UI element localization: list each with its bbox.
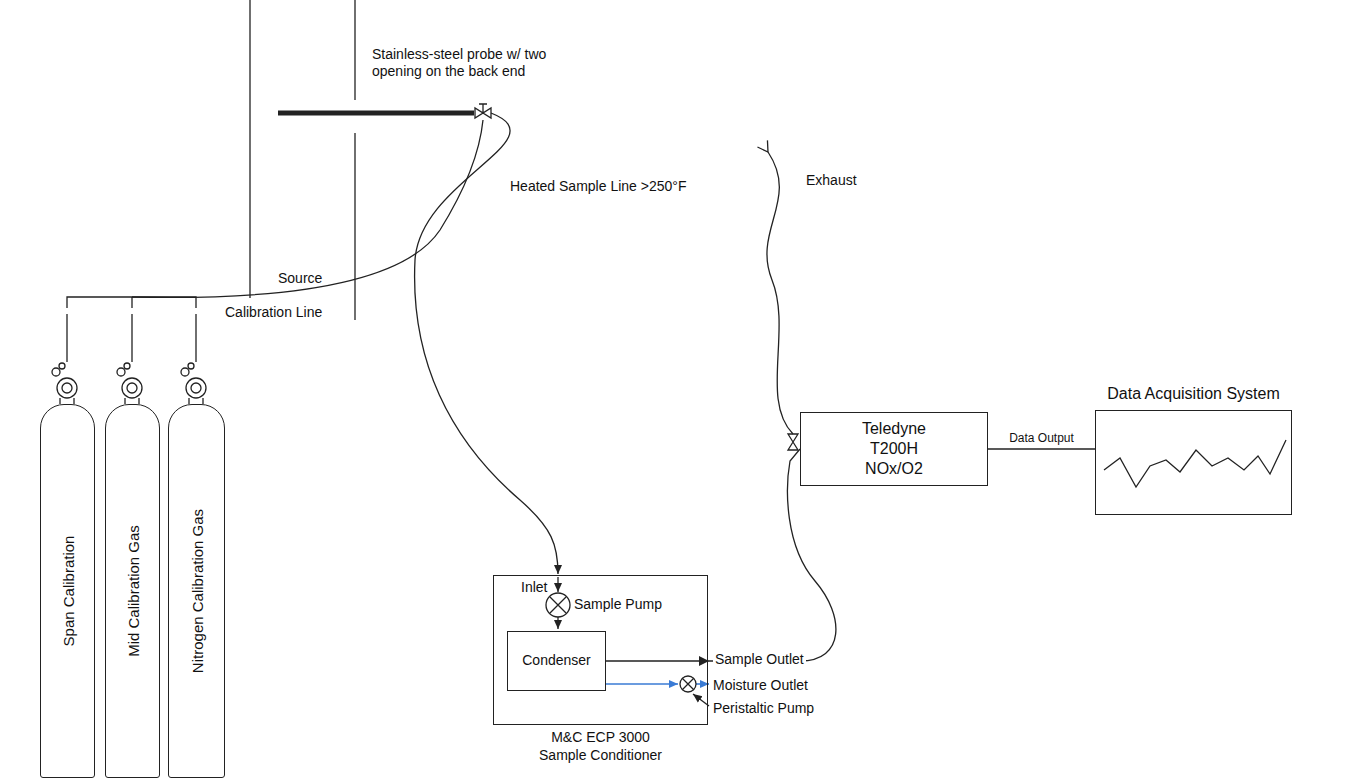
cylinder-label: Mid Calibration Gas <box>124 525 141 657</box>
connector <box>606 449 836 661</box>
daq-box: Data Acquisition System <box>1095 410 1292 515</box>
exhaust-label: Exhaust <box>806 172 857 189</box>
port-label: Inlet <box>521 579 547 596</box>
condenser-box: Condenser <box>507 631 606 691</box>
stack-wall <box>354 133 355 320</box>
analyzer-valve <box>788 434 798 450</box>
box-label: Teledyne T200H NOx/O2 <box>848 419 941 479</box>
port-label: Moisture Outlet <box>713 677 808 694</box>
leader-line <box>693 694 709 706</box>
port-label: Sample Outlet <box>713 651 806 668</box>
peristaltic-pump-symbol <box>680 676 696 692</box>
exhaust-line <box>767 152 793 434</box>
probe-label: Stainless-steel probe w/ two opening on … <box>372 46 587 80</box>
peristaltic-pump-symbol <box>682 678 694 690</box>
cylinder-valve <box>52 314 77 404</box>
probe <box>278 111 474 116</box>
pump-outlet-arrow <box>557 617 558 629</box>
probe-valve <box>475 104 491 118</box>
cylinder-label: Span Calibration <box>59 536 76 647</box>
moisture-line <box>606 683 678 685</box>
sample-pump-symbol <box>550 597 566 613</box>
sample-pump-symbol <box>546 593 570 617</box>
box-heading: M&C ECP 3000 Sample Conditioner <box>533 729 668 764</box>
analyzer-box: Teledyne T200H NOx/O2 <box>800 412 988 486</box>
connector-label: Data Output <box>1009 431 1074 445</box>
pump-inlet-arrow <box>557 577 558 592</box>
gas-cylinder: Span Calibration <box>40 404 95 778</box>
data-trace <box>1104 440 1286 487</box>
cylinder-label: Nitrogen Calibration Gas <box>188 509 205 673</box>
line-label: Heated Sample Line >250°F <box>510 178 686 195</box>
box-label: Condenser <box>522 652 591 670</box>
calibration-bracket <box>67 297 196 308</box>
box-heading: Data Acquisition System <box>1107 385 1280 403</box>
stack-wall <box>249 0 250 298</box>
part-label: Sample Pump <box>574 596 662 613</box>
gas-cylinder: Mid Calibration Gas <box>105 404 160 778</box>
calibration-line <box>132 120 483 297</box>
gas-cylinder: Nitrogen Calibration Gas <box>168 404 225 778</box>
part-label: Peristaltic Pump <box>713 700 814 717</box>
line-label: Calibration Line <box>225 304 322 321</box>
cylinder-valve <box>117 314 142 404</box>
source-label: Source <box>278 270 322 287</box>
connector <box>988 448 1095 449</box>
cylinder-valve <box>181 314 206 404</box>
stack-wall <box>354 0 355 100</box>
